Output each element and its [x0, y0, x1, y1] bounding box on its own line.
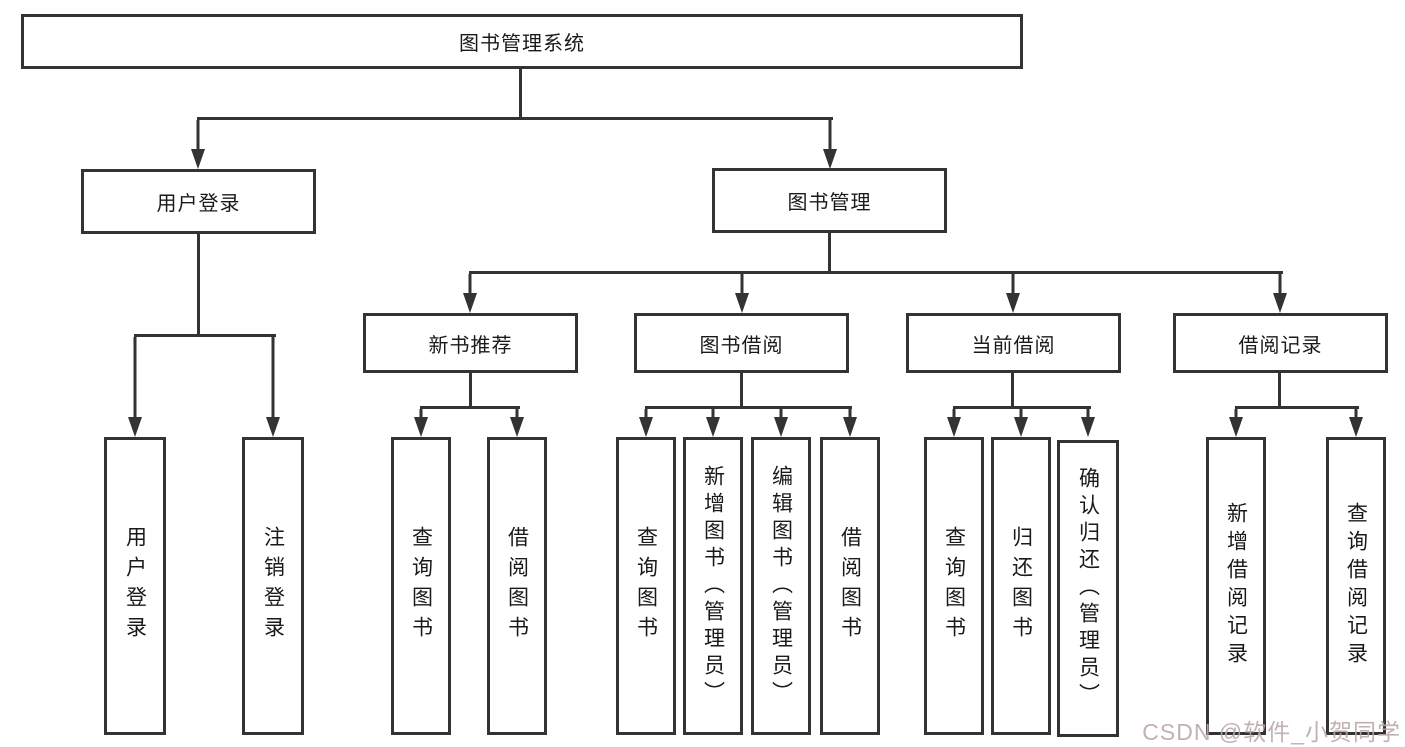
node-book-borrow-label: 图书借阅 — [699, 334, 784, 357]
arrow-down-icon — [639, 409, 653, 437]
arrow-down-icon — [1273, 274, 1287, 313]
leaf-return-books: 归还图书 — [991, 437, 1051, 735]
connector-line — [469, 271, 1283, 274]
connector-line — [1278, 373, 1281, 409]
node-borrow-records: 借阅记录 — [1173, 313, 1388, 373]
connector-line — [469, 373, 472, 409]
connector-line — [519, 69, 522, 118]
connector-line — [953, 406, 1091, 409]
arrow-down-icon — [823, 120, 837, 169]
arrow-down-icon — [774, 409, 788, 437]
arrow-down-icon — [1229, 409, 1243, 437]
connector-line — [197, 234, 200, 336]
connector-line — [828, 233, 831, 274]
leaf-logout-label: 注销登录 — [261, 526, 285, 646]
leaf-edit-books-admin: 编辑图书（管理员） — [751, 437, 811, 735]
leaf-confirm-return-admin: 确认归还（管理员） — [1057, 440, 1119, 737]
connector-line — [645, 406, 852, 409]
leaf-add-borrow-record: 新增借阅记录 — [1206, 437, 1266, 735]
leaf-query-borrow-record-label: 查询借阅记录 — [1344, 502, 1368, 670]
arrow-down-icon — [1349, 409, 1363, 437]
connector-line — [1011, 373, 1014, 409]
arrow-down-icon — [735, 274, 749, 313]
arrow-down-icon — [1081, 409, 1095, 437]
arrow-down-icon — [1014, 409, 1028, 437]
leaf-borrow-books-1-label: 借阅图书 — [505, 526, 529, 646]
node-root-system: 图书管理系统 — [21, 14, 1023, 69]
node-current-borrow-label: 当前借阅 — [971, 334, 1056, 357]
arrow-down-icon — [191, 120, 205, 169]
arrow-down-icon — [266, 337, 280, 437]
leaf-add-books-admin: 新增图书（管理员） — [683, 437, 743, 735]
node-new-book-recommend: 新书推荐 — [363, 313, 578, 373]
node-user-login-label: 用户登录 — [156, 193, 241, 215]
leaf-borrow-books-2: 借阅图书 — [820, 437, 880, 735]
leaf-user-login-label: 用户登录 — [123, 526, 147, 646]
arrow-down-icon — [706, 409, 720, 437]
node-book-management: 图书管理 — [712, 168, 947, 233]
connector-line — [740, 373, 743, 409]
leaf-user-login: 用户登录 — [104, 437, 166, 735]
leaf-return-books-label: 归还图书 — [1009, 526, 1033, 646]
arrow-down-icon — [414, 409, 428, 437]
leaf-logout: 注销登录 — [242, 437, 304, 735]
leaf-edit-books-admin-label: 编辑图书（管理员） — [769, 464, 793, 708]
leaf-add-books-admin-label: 新增图书（管理员） — [701, 464, 725, 708]
leaf-query-books-2: 查询图书 — [616, 437, 676, 735]
node-root-label: 图书管理系统 — [459, 33, 585, 55]
connector-line — [420, 406, 520, 409]
connector-line — [134, 334, 276, 337]
leaf-borrow-books-1: 借阅图书 — [487, 437, 547, 735]
leaf-add-borrow-record-label: 新增借阅记录 — [1224, 502, 1248, 670]
node-book-management-label: 图书管理 — [787, 192, 872, 214]
connector-line — [197, 117, 833, 120]
arrow-down-icon — [510, 409, 524, 437]
connector-line — [1235, 406, 1359, 409]
arrow-down-icon — [947, 409, 961, 437]
csdn-watermark: CSDN @软件_小贺同学 — [1142, 719, 1401, 745]
node-book-borrow: 图书借阅 — [634, 313, 849, 373]
node-user-login: 用户登录 — [81, 169, 316, 234]
leaf-query-books-2-label: 查询图书 — [634, 526, 658, 646]
arrow-down-icon — [128, 337, 142, 437]
node-borrow-records-label: 借阅记录 — [1238, 334, 1323, 357]
leaf-query-books-1: 查询图书 — [391, 437, 451, 735]
leaf-query-books-3: 查询图书 — [924, 437, 984, 735]
leaf-query-borrow-record: 查询借阅记录 — [1326, 437, 1386, 735]
arrow-down-icon — [1006, 274, 1020, 313]
leaf-confirm-return-admin-label: 确认归还（管理员） — [1076, 467, 1100, 710]
leaf-borrow-books-2-label: 借阅图书 — [838, 526, 862, 646]
leaf-query-books-3-label: 查询图书 — [942, 526, 966, 646]
leaf-query-books-1-label: 查询图书 — [409, 526, 433, 646]
node-current-borrow: 当前借阅 — [906, 313, 1121, 373]
arrow-down-icon — [463, 274, 477, 313]
node-new-book-recommend-label: 新书推荐 — [428, 334, 513, 357]
arrow-down-icon — [843, 409, 857, 437]
